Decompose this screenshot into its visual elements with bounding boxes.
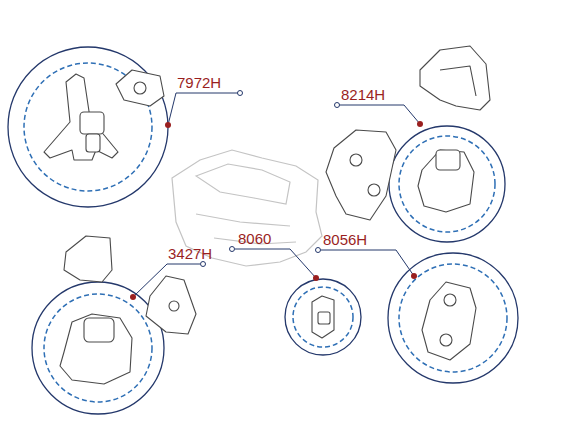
detail-circles (8, 47, 518, 414)
callout-number: 8214H (341, 86, 385, 103)
mount-parts (44, 46, 490, 384)
leader-dots (130, 121, 423, 300)
callout-number: 7972H (177, 74, 221, 91)
callout-number: 8056H (323, 231, 367, 248)
callout-number: 8060 (238, 230, 271, 247)
callout-number: 3427H (168, 245, 212, 262)
leader-lines (133, 91, 420, 298)
